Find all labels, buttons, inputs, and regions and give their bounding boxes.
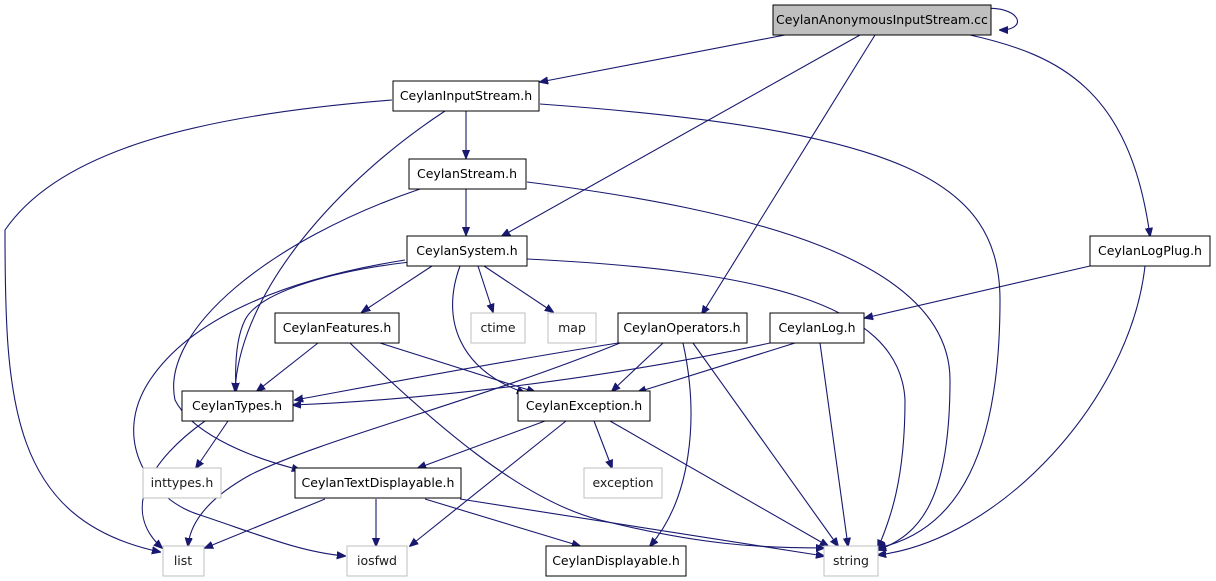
edge-operators-string — [692, 342, 838, 546]
edge-inputstream-list — [4, 99, 393, 552]
edge-log-string — [819, 342, 848, 546]
edge-exception-string — [609, 420, 828, 546]
node-map-label: map — [558, 320, 586, 335]
node-string-label: string — [833, 553, 869, 568]
node-inttypes-label: inttypes.h — [151, 475, 214, 490]
edge-exception-textdisplayable — [418, 420, 546, 468]
node-root[interactable]: CeylanAnonymousInputStream.cc — [772, 4, 992, 36]
edge-logplug-log — [865, 265, 1091, 318]
edge-system-ctime — [477, 265, 493, 312]
edge-system-iosfwd — [133, 259, 406, 556]
node-log-plug-label: CeylanLogPlug.h — [1098, 243, 1202, 258]
edge-operators-exception — [612, 342, 664, 391]
edge-types-inttypes — [196, 420, 229, 468]
edge-system-types — [236, 261, 411, 391]
node-list-label: list — [174, 553, 192, 568]
node-log-label: CeylanLog.h — [778, 320, 855, 335]
node-stream-label: CeylanStream.h — [417, 166, 517, 181]
edges — [4, 7, 1150, 556]
edge-stream-string — [526, 181, 951, 550]
edge-system-string — [526, 258, 906, 548]
node-std-exception-label: exception — [592, 475, 653, 490]
node-system[interactable]: CeylanSystem.h — [406, 235, 528, 267]
edge-root-inputstream — [540, 34, 786, 82]
node-stream[interactable]: CeylanStream.h — [408, 158, 527, 190]
node-text-displayable[interactable]: CeylanTextDisplayable.h — [294, 467, 462, 499]
edge-root-operators — [702, 34, 876, 314]
node-types-label: CeylanTypes.h — [192, 398, 282, 413]
node-input-stream-label: CeylanInputStream.h — [400, 88, 532, 103]
edge-inputstream-types — [235, 110, 446, 391]
edge-inputstream-string — [539, 103, 1001, 548]
node-displayable[interactable]: CeylanDisplayable.h — [545, 545, 687, 577]
node-features[interactable]: CeylanFeatures.h — [274, 312, 400, 344]
edge-root-logplug — [969, 34, 1150, 236]
edge-features-string — [349, 342, 824, 548]
edge-textdisplayable-list — [205, 498, 326, 548]
node-map[interactable]: map — [547, 312, 597, 344]
edge-operators-types — [295, 342, 619, 400]
node-inttypes[interactable]: inttypes.h — [142, 467, 222, 499]
edge-features-exception — [379, 342, 535, 392]
edge-operators-displayable — [650, 342, 692, 546]
node-operators-label: CeylanOperators.h — [623, 320, 740, 335]
node-operators[interactable]: CeylanOperators.h — [617, 312, 748, 344]
edge-exception-iosfwd — [410, 420, 567, 546]
node-types[interactable]: CeylanTypes.h — [181, 390, 294, 422]
node-exception[interactable]: CeylanException.h — [517, 390, 651, 422]
edge-operators-list — [188, 342, 621, 546]
edge-textdisplayable-string — [459, 498, 824, 556]
node-input-stream[interactable]: CeylanInputStream.h — [392, 80, 540, 112]
node-std-exception[interactable]: exception — [583, 467, 663, 499]
node-root-label: CeylanAnonymousInputStream.cc — [776, 12, 988, 27]
edge-logplug-string — [878, 265, 1146, 555]
edge-textdisplayable-displayable — [424, 498, 580, 546]
edge-log-exception — [638, 342, 796, 392]
edge-system-exception — [452, 265, 525, 393]
edge-system-map — [483, 265, 553, 312]
edge-exception-std-exception — [593, 420, 612, 468]
edge-log-types — [293, 342, 771, 405]
edge-system-features — [362, 265, 433, 312]
node-iosfwd-label: iosfwd — [357, 553, 397, 568]
node-string[interactable]: string — [823, 545, 879, 577]
nodes: CeylanAnonymousInputStream.cc CeylanInpu… — [142, 4, 1211, 577]
edge-stream-textdisplayable — [173, 188, 421, 470]
edge-root-system — [502, 34, 861, 236]
node-system-label: CeylanSystem.h — [416, 243, 517, 258]
node-text-displayable-label: CeylanTextDisplayable.h — [302, 475, 455, 490]
node-ctime[interactable]: ctime — [470, 312, 526, 344]
node-features-label: CeylanFeatures.h — [283, 320, 392, 335]
node-log[interactable]: CeylanLog.h — [769, 312, 865, 344]
node-log-plug[interactable]: CeylanLogPlug.h — [1089, 235, 1211, 267]
node-iosfwd[interactable]: iosfwd — [346, 545, 408, 577]
node-ctime-label: ctime — [480, 320, 515, 335]
node-list[interactable]: list — [162, 545, 205, 577]
node-displayable-label: CeylanDisplayable.h — [552, 553, 680, 568]
node-exception-label: CeylanException.h — [526, 398, 642, 413]
edge-features-types — [257, 342, 319, 391]
